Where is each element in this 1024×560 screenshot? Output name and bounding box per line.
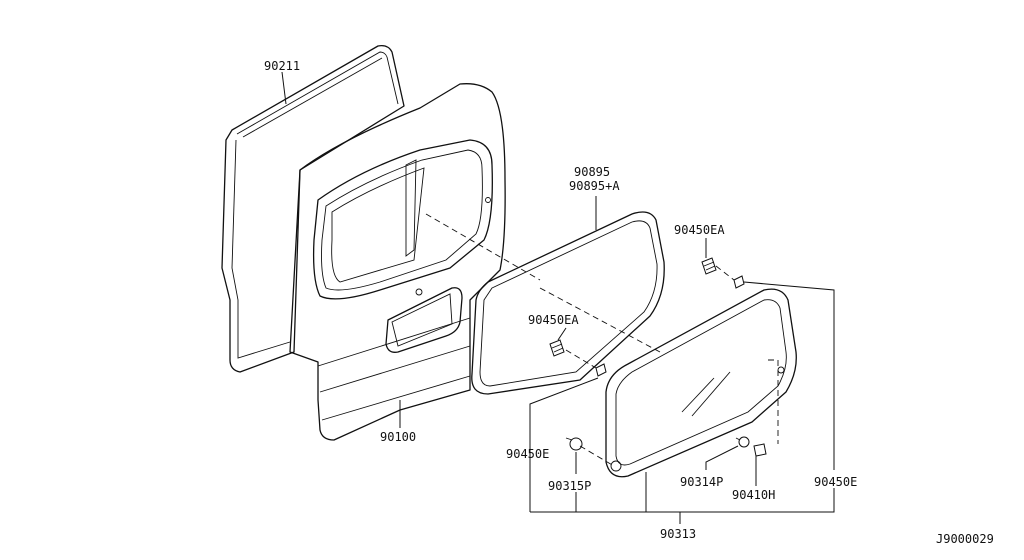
label-back-door: 90100 (380, 430, 416, 444)
back-window-glass-part[interactable] (605, 288, 797, 478)
leader-lines (281, 71, 835, 524)
label-clip-lower: 90450EA (528, 313, 579, 327)
clip-lower-socket-icon[interactable] (595, 363, 607, 377)
back-door-part[interactable] (289, 83, 506, 441)
label-spacer-left: 90315P (548, 479, 591, 493)
label-clip-upper: 90450EA (674, 223, 725, 237)
label-weatherstrip: 90211 (264, 59, 300, 73)
glass-seal-part[interactable] (471, 211, 665, 395)
alignment-lines (425, 213, 779, 467)
spacer-left-icon[interactable] (565, 437, 583, 451)
clip-upper-icon[interactable] (701, 257, 717, 275)
label-glass-seal-alt: 90895+A (569, 179, 620, 193)
clip-upper-socket-icon[interactable] (733, 275, 745, 289)
label-glass-seal: 90895 (574, 165, 610, 179)
label-stud: 90410H (732, 488, 775, 502)
label-back-window-glass: 90313 (660, 527, 696, 541)
diagram-id: J9000029 (936, 532, 994, 546)
clip-lower-icon[interactable] (549, 339, 565, 357)
weatherstrip-part[interactable] (221, 44, 405, 373)
stud-icon[interactable] (753, 443, 767, 457)
spacer-right-icon[interactable] (735, 436, 750, 448)
label-fastener-right: 90450E (814, 475, 857, 489)
label-spacer-right: 90314P (680, 475, 723, 489)
label-fastener-left: 90450E (506, 447, 549, 461)
